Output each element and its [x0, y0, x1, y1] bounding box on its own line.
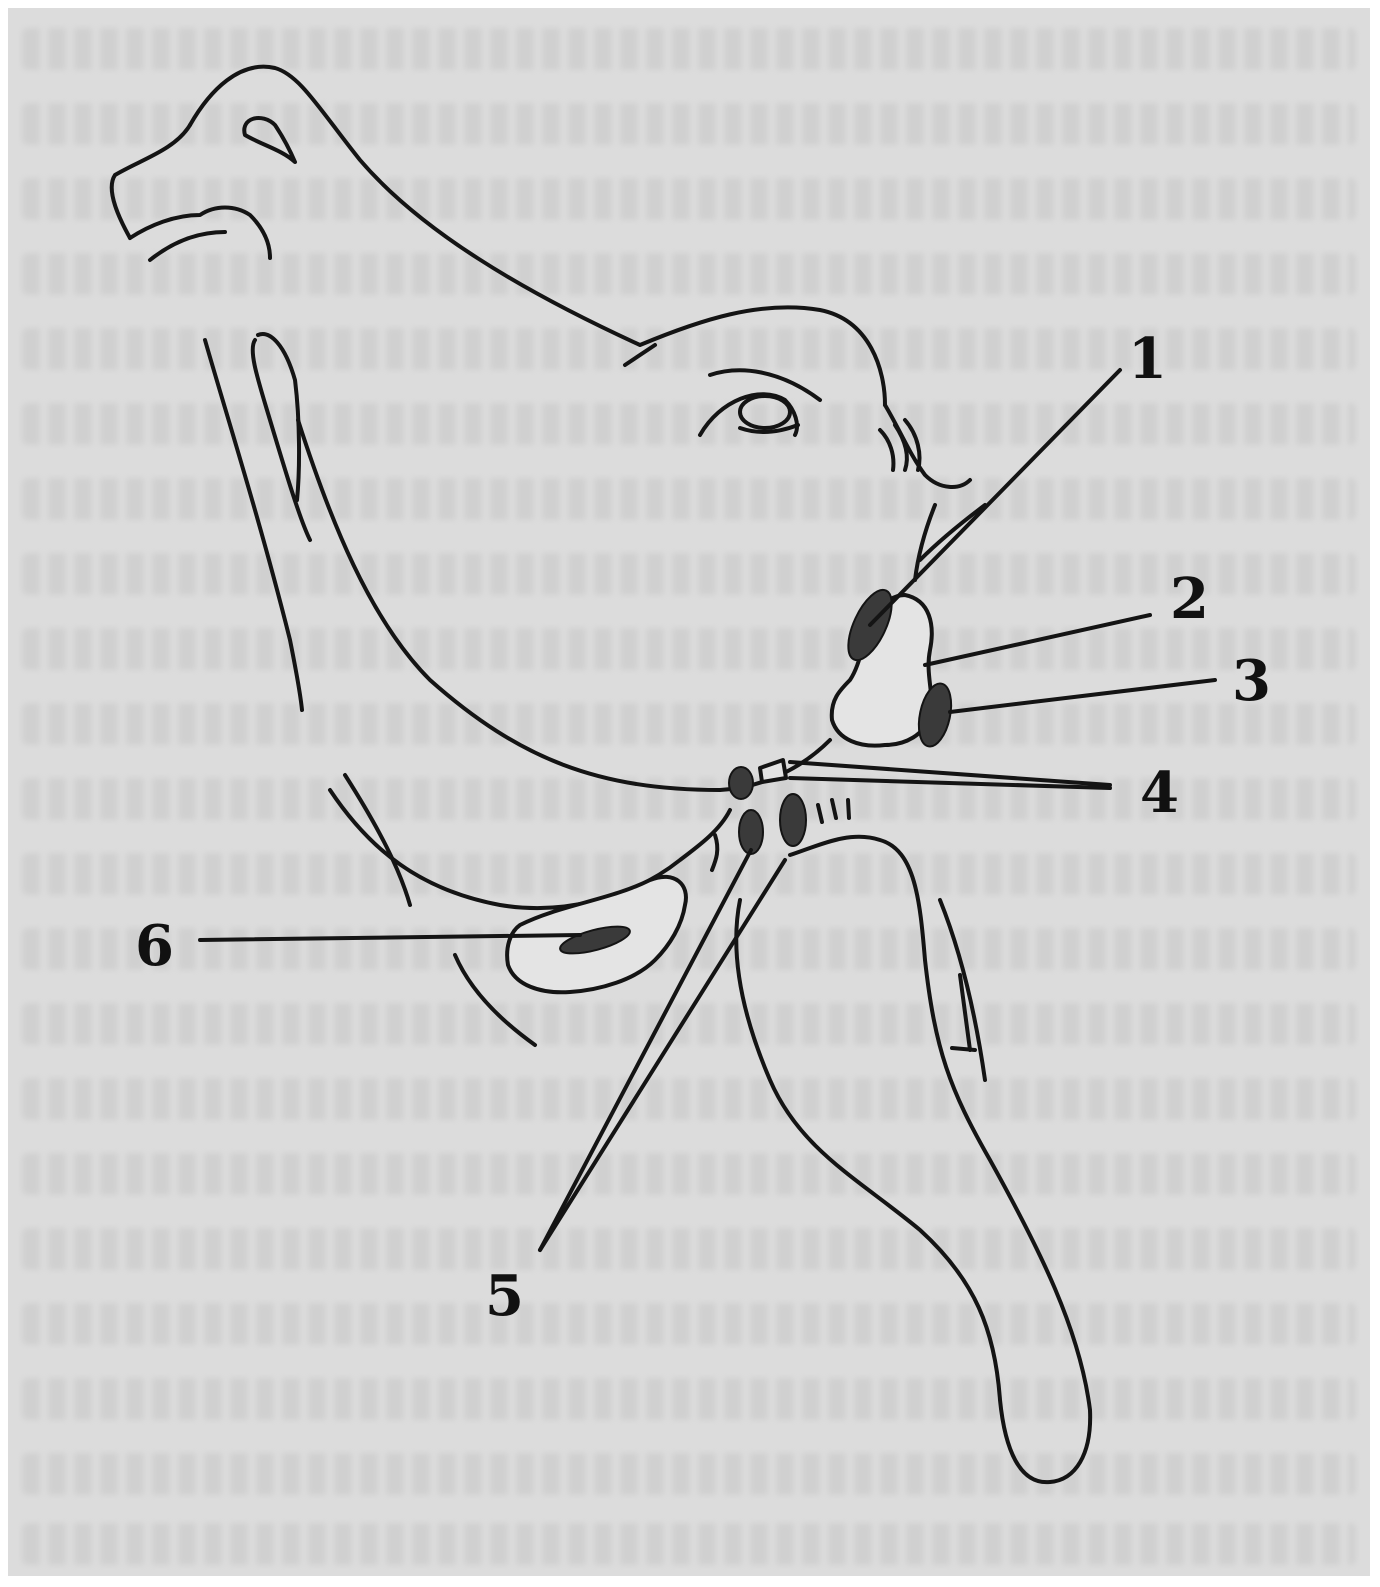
node-5-lymph-node-b — [780, 794, 806, 846]
node-4-lymph-node-b — [760, 760, 786, 782]
lower-jaw-outline — [253, 340, 310, 540]
leader-3 — [950, 680, 1215, 712]
leader-2 — [925, 615, 1150, 665]
head-top-outline — [190, 67, 885, 405]
eye-ball — [740, 396, 790, 428]
ear-fold-2 — [895, 425, 907, 470]
leader-1 — [870, 370, 1120, 625]
lower-lip — [258, 334, 299, 500]
muzzle-outline — [112, 125, 190, 238]
node-5-lymph-node-a — [739, 810, 763, 854]
node-4-lymph-node-a — [729, 767, 753, 799]
throat-line — [712, 835, 717, 870]
forehead-line — [625, 345, 655, 365]
trachea-outline — [736, 837, 1090, 1482]
tick-b — [832, 800, 836, 818]
label-2: 2 — [1170, 566, 1209, 632]
chin-line — [205, 340, 302, 710]
cheek-outline — [298, 420, 830, 790]
label-3: 3 — [1232, 648, 1271, 714]
ear-base — [885, 405, 970, 487]
label-1: 1 — [1128, 326, 1167, 392]
label-6: 6 — [135, 913, 174, 979]
label-4: 4 — [1140, 760, 1179, 826]
label-5: 5 — [485, 1263, 524, 1329]
ear-fold-1 — [880, 430, 893, 470]
nostril — [244, 118, 295, 162]
upper-lip — [130, 208, 270, 259]
lip-crease — [150, 232, 225, 260]
tick-a — [818, 805, 822, 822]
neck-fold — [345, 775, 410, 905]
esophagus-mark — [952, 1048, 975, 1050]
tick-c — [848, 800, 849, 818]
